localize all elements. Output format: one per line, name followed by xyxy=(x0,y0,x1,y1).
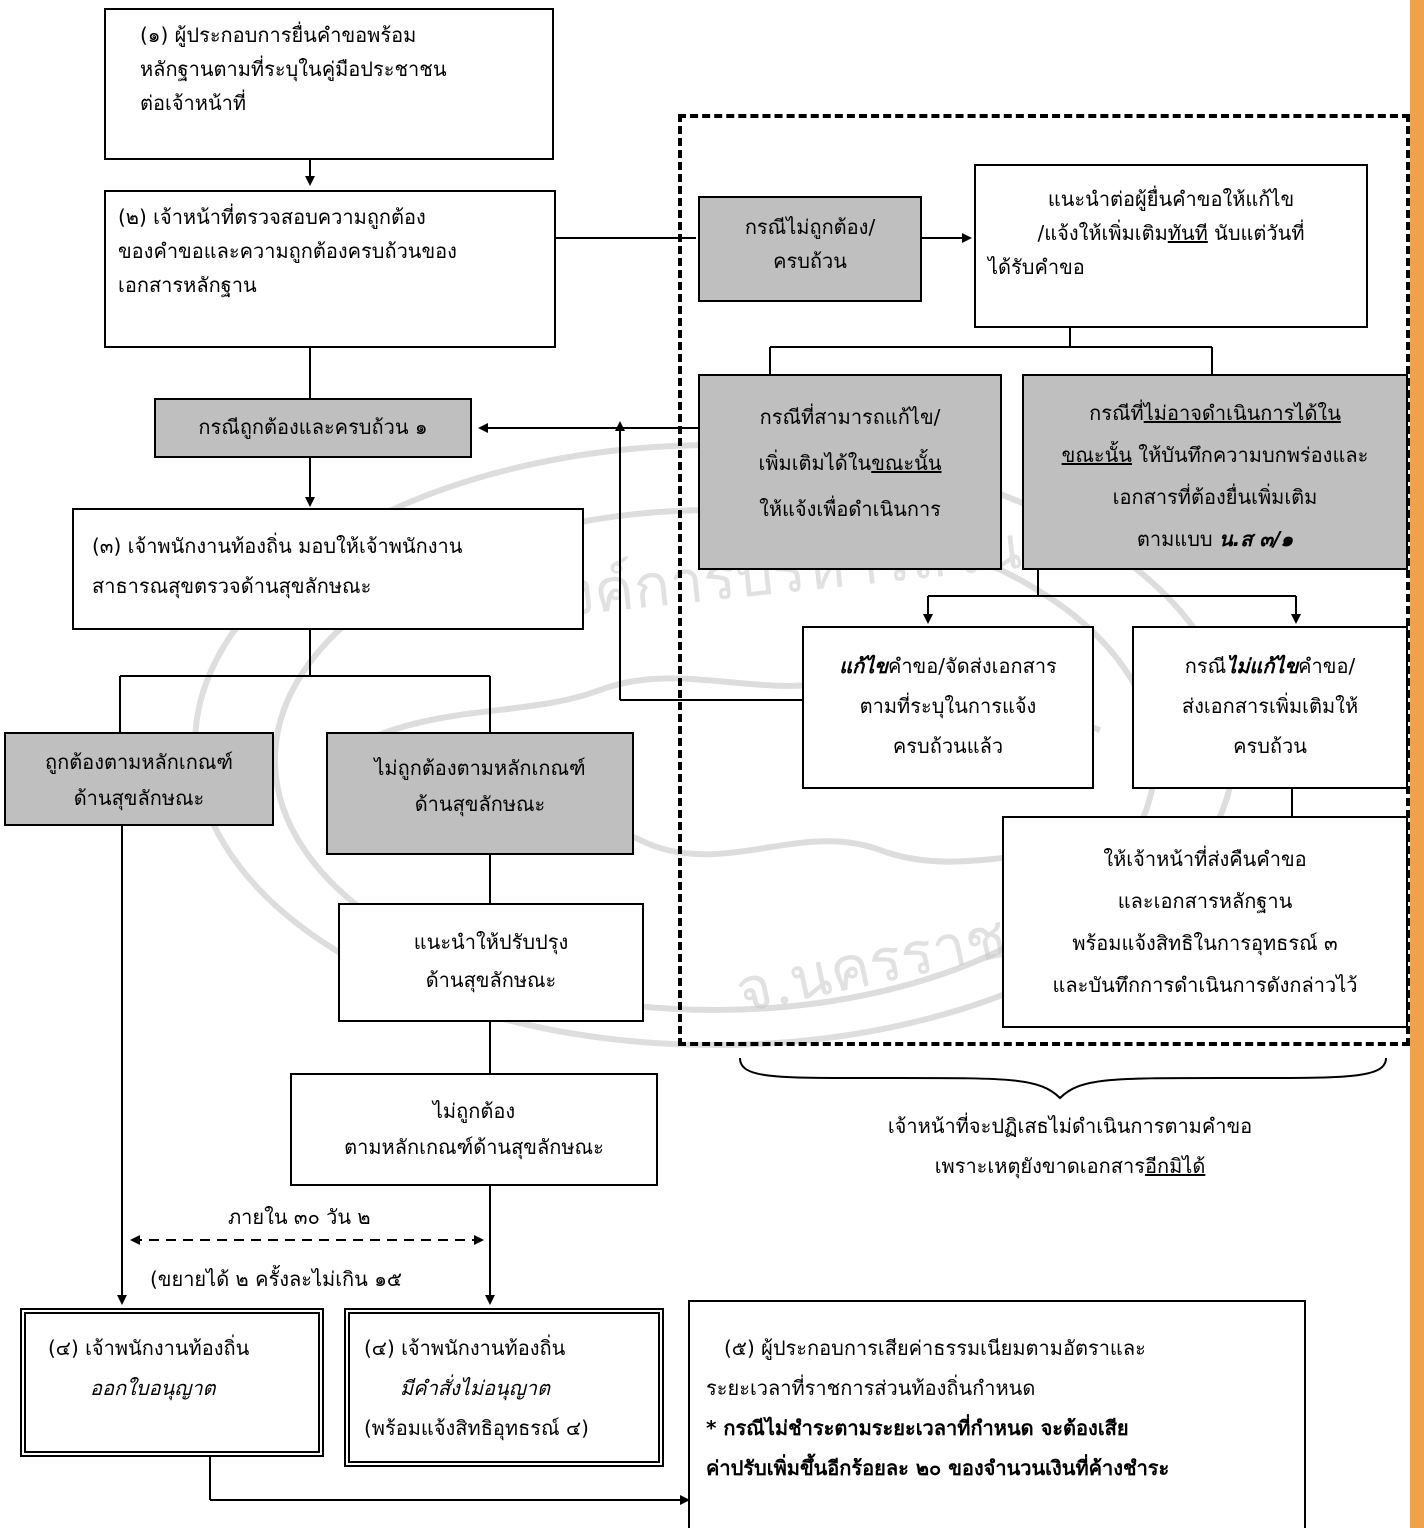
step2-officer-check-box: (๒) เจ้าหน้าที่ตรวจสอบความถูกต้อง ของคำข… xyxy=(104,190,556,348)
within-30-days-label: ภายใน ๓๐ วัน ๒ xyxy=(228,1205,371,1229)
okhyg-line1: ถูกต้องตามหลักเกณฑ์ xyxy=(44,750,234,774)
fixable-line2: เพิ่มเติมได้ในขณะนั้น xyxy=(758,451,942,475)
step4a-line1: (๔) เจ้าพนักงานท้องถิ่น xyxy=(48,1336,250,1360)
fixed-submitted-box: แก้ไขคำขอ/จัดส่งเอกสาร ตามที่ระบุในการแจ… xyxy=(802,626,1094,789)
improve-line2: ด้านสุขลักษณะ xyxy=(425,968,557,992)
right-edge-bar xyxy=(1410,0,1424,1528)
notfixed-line1: กรณีไม่แก้ไขคำขอ/ xyxy=(1184,654,1356,678)
improve-line1: แนะนำให้ปรับปรุง xyxy=(413,930,569,954)
not-fixable-now-box: กรณีที่ไม่อาจดำเนินการได้ใน ขณะนั้น ให้บ… xyxy=(1022,374,1408,570)
notfixable-line4: ตามแบบ น.ส ๓/๑ xyxy=(1136,527,1294,551)
stillnot-line2: ตามหลักเกณฑ์ด้านสุขลักษณะ xyxy=(344,1135,604,1159)
fixed-line1: แก้ไขคำขอ/จัดส่งเอกสาร xyxy=(839,654,1057,678)
step3-assign-inspection-box: (๓) เจ้าพนักงานท้องถิ่น มอบให้เจ้าพนักงา… xyxy=(72,508,584,630)
step1-line2: หลักฐานตามที่ระบุในคู่มือประชาชน xyxy=(140,57,447,81)
step5-pay-fee-box: (๕) ผู้ประกอบการเสียค่าธรรมเนียมตามอัตรา… xyxy=(688,1300,1306,1528)
return-line2: และเอกสารหลักฐาน xyxy=(1117,889,1293,913)
step1-line1: (๑) ผู้ประกอบการยื่นคำขอพร้อม xyxy=(140,23,417,47)
advise-line2: /แจ้งให้เพิ่มเติมทันที นับแต่วันที่ xyxy=(1037,221,1305,245)
step1-line3: ต่อเจ้าหน้าที่ xyxy=(140,91,247,115)
step5-line2: ระยะเวลาที่ราชการส่วนท้องถิ่นกำหนด xyxy=(706,1376,1036,1400)
return-line1: ให้เจ้าหน้าที่ส่งคืนคำขอ xyxy=(1103,847,1307,871)
refusal-line2: เพราะเหตุยังขาดเอกสารอีกมิได้ xyxy=(934,1154,1206,1178)
correct-complete-box: กรณีถูกต้องและครบถ้วน ๑ xyxy=(154,398,472,458)
step4b-line2: มีคำสั่งไม่อนุญาต xyxy=(400,1376,550,1400)
return-line4: และบันทึกการดำเนินการดังกล่าวไว้ xyxy=(1052,973,1358,997)
notokhyg-line1: ไม่ถูกต้องตามหลักเกณฑ์ xyxy=(374,756,586,780)
advise-line1: แนะนำต่อผู้ยื่นคำขอให้แก้ไข xyxy=(1047,187,1295,211)
okhyg-line2: ด้านสุขลักษณะ xyxy=(73,786,205,810)
stillnot-line1: ไม่ถูกต้อง xyxy=(432,1099,516,1123)
refusal-caption: เจ้าหน้าที่จะปฏิเสธไม่ดำเนินการตามคำขอ เ… xyxy=(800,1106,1340,1186)
notfixed-line2: ส่งเอกสารเพิ่มเติมให้ xyxy=(1181,694,1359,718)
step4-issue-license-box: (๔) เจ้าพนักงานท้องถิ่น ออกใบอนุญาต xyxy=(20,1308,324,1457)
incorrect-line2: ครบถ้วน xyxy=(773,249,847,273)
fixable-line3: ให้แจ้งเพื่อดำเนินการ xyxy=(759,497,941,521)
fixable-now-box: กรณีที่สามารถแก้ไข/ เพิ่มเติมได้ในขณะนั้… xyxy=(698,374,1002,570)
incorrect-line1: กรณีไม่ถูกต้อง/ xyxy=(744,215,876,239)
advise-line3: ได้รับคำขอ xyxy=(988,255,1085,279)
return-documents-box: ให้เจ้าหน้าที่ส่งคืนคำขอ และเอกสารหลักฐา… xyxy=(1002,816,1408,1028)
still-not-compliant-box: ไม่ถูกต้อง ตามหลักเกณฑ์ด้านสุขลักษณะ xyxy=(290,1073,658,1186)
notfixable-line3: เอกสารที่ต้องยื่นเพิ่มเติม xyxy=(1112,485,1318,509)
step3-line1: (๓) เจ้าพนักงานท้องถิ่น มอบให้เจ้าพนักงา… xyxy=(92,534,463,558)
step5-line1: (๕) ผู้ประกอบการเสียค่าธรรมเนียมตามอัตรา… xyxy=(724,1336,1146,1360)
refusal-line1: เจ้าหน้าที่จะปฏิเสธไม่ดำเนินการตามคำขอ xyxy=(887,1114,1253,1138)
step3-line2: สาธารณสุขตรวจด้านสุขลักษณะ xyxy=(92,574,372,598)
notfixable-line1: กรณีที่ไม่อาจดำเนินการได้ใน xyxy=(1089,401,1341,425)
step1-submit-request-box: (๑) ผู้ประกอบการยื่นคำขอพร้อม หลักฐานตาม… xyxy=(104,8,554,160)
fails-hygiene-box: ไม่ถูกต้องตามหลักเกณฑ์ ด้านสุขลักษณะ xyxy=(326,732,634,855)
notfixed-line3: ครบถ้วน xyxy=(1233,734,1307,758)
step5-line4: ค่าปรับเพิ่มขึ้นอีกร้อยละ ๒๐ ของจำนวนเงิ… xyxy=(706,1456,1170,1480)
step4-deny-license-box: (๔) เจ้าพนักงานท้องถิ่น มีคำสั่งไม่อนุญา… xyxy=(344,1308,664,1467)
incorrect-incomplete-box: กรณีไม่ถูกต้อง/ ครบถ้วน xyxy=(698,196,922,302)
step5-line3: * กรณีไม่ชำระตามระยะเวลาที่กำหนด จะต้องเ… xyxy=(706,1416,1129,1440)
step4a-line2: ออกใบอนุญาต xyxy=(90,1376,216,1400)
fixed-line3: ครบถ้วนแล้ว xyxy=(892,734,1004,758)
step4b-line1: (๔) เจ้าพนักงานท้องถิ่น xyxy=(364,1336,566,1360)
fixable-line1: กรณีที่สามารถแก้ไข/ xyxy=(759,405,941,429)
advise-improve-box: แนะนำให้ปรับปรุง ด้านสุขลักษณะ xyxy=(338,903,644,1022)
advise-applicant-box: แนะนำต่อผู้ยื่นคำขอให้แก้ไข /แจ้งให้เพิ่… xyxy=(974,164,1368,328)
return-line3: พร้อมแจ้งสิทธิในการอุทธรณ์ ๓ xyxy=(1072,931,1338,955)
meets-hygiene-box: ถูกต้องตามหลักเกณฑ์ ด้านสุขลักษณะ xyxy=(4,732,274,826)
step4b-line3: (พร้อมแจ้งสิทธิอุทธรณ์ ๔) xyxy=(364,1416,589,1440)
step2-line3: เอกสารหลักฐาน xyxy=(118,273,257,297)
step2-line1: (๒) เจ้าหน้าที่ตรวจสอบความถูกต้อง xyxy=(118,205,426,229)
not-fixed-box: กรณีไม่แก้ไขคำขอ/ ส่งเอกสารเพิ่มเติมให้ … xyxy=(1132,626,1408,789)
notokhyg-line2: ด้านสุขลักษณะ xyxy=(414,792,546,816)
step2-line2: ของคำขอและความถูกต้องครบถ้วนของ xyxy=(118,239,457,263)
fixed-line2: ตามที่ระบุในการแจ้ง xyxy=(859,694,1037,718)
notfixable-line2: ขณะนั้น ให้บันทึกความบกพร่องและ xyxy=(1061,443,1369,467)
extension-label: (ขยายได้ ๒ ครั้งละไม่เกิน ๑๕ xyxy=(150,1267,403,1291)
correct-line1: กรณีถูกต้องและครบถ้วน ๑ xyxy=(198,415,428,439)
rejection-region-dashed-frame xyxy=(678,114,1410,1046)
